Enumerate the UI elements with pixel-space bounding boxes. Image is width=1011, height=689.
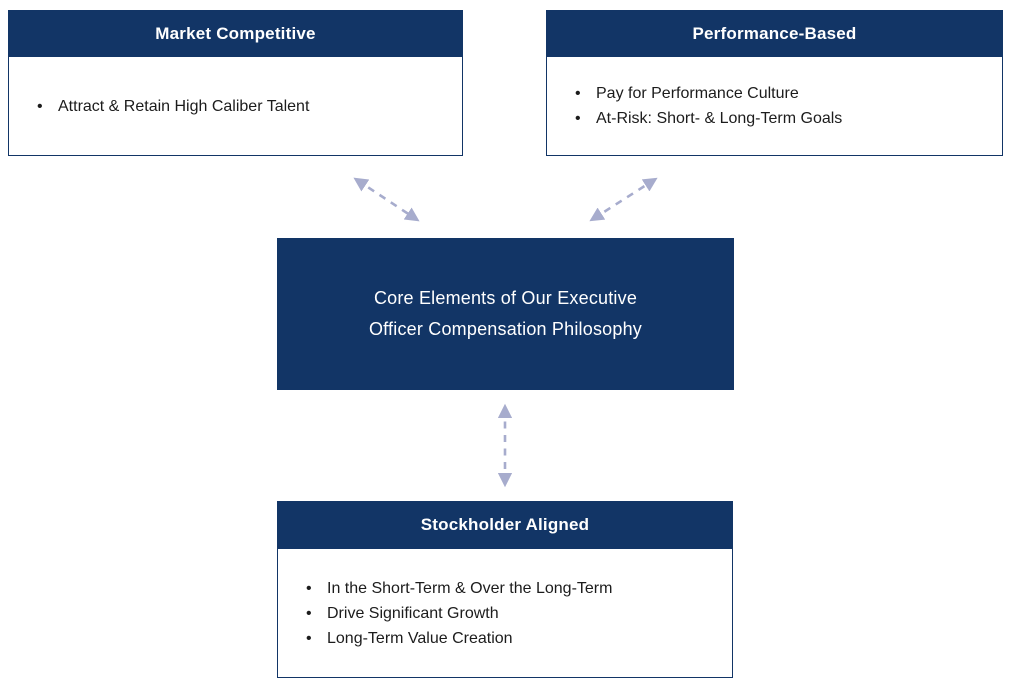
- performance-based-body: Pay for Performance Culture At-Risk: Sho…: [546, 57, 1003, 156]
- stockholder-aligned-box: Stockholder Aligned In the Short-Term & …: [277, 501, 733, 678]
- core-philosophy-box: Core Elements of Our Executive Officer C…: [277, 238, 734, 390]
- bullet-item: Long-Term Value Creation: [306, 626, 724, 651]
- core-market-bidirectional-arrow-icon: [353, 177, 420, 222]
- stockholder-aligned-header: Stockholder Aligned: [277, 501, 733, 549]
- performance-based-header: Performance-Based: [546, 10, 1003, 57]
- bullet-item: Attract & Retain High Caliber Talent: [37, 94, 454, 119]
- bullet-item: Drive Significant Growth: [306, 601, 724, 626]
- stockholder-aligned-body: In the Short-Term & Over the Long-Term D…: [277, 549, 733, 678]
- stockholder-aligned-bullet-list: In the Short-Term & Over the Long-Term D…: [278, 576, 732, 651]
- market-competitive-body: Attract & Retain High Caliber Talent: [8, 57, 463, 156]
- bullet-item: At-Risk: Short- & Long-Term Goals: [575, 106, 994, 131]
- bullet-item: In the Short-Term & Over the Long-Term: [306, 576, 724, 601]
- market-competitive-bullet-list: Attract & Retain High Caliber Talent: [9, 94, 462, 119]
- performance-based-bullet-list: Pay for Performance Culture At-Risk: Sho…: [547, 81, 1002, 131]
- core-performance-bidirectional-arrow-icon: [589, 177, 658, 222]
- performance-based-box: Performance-Based Pay for Performance Cu…: [546, 10, 1003, 156]
- bullet-item: Pay for Performance Culture: [575, 81, 994, 106]
- core-philosophy-title-line-2: Officer Compensation Philosophy: [368, 319, 642, 339]
- market-competitive-header: Market Competitive: [8, 10, 463, 57]
- core-philosophy-title-line-1: Core Elements of Our Executive: [373, 288, 638, 308]
- market-competitive-box: Market Competitive Attract & Retain High…: [8, 10, 463, 156]
